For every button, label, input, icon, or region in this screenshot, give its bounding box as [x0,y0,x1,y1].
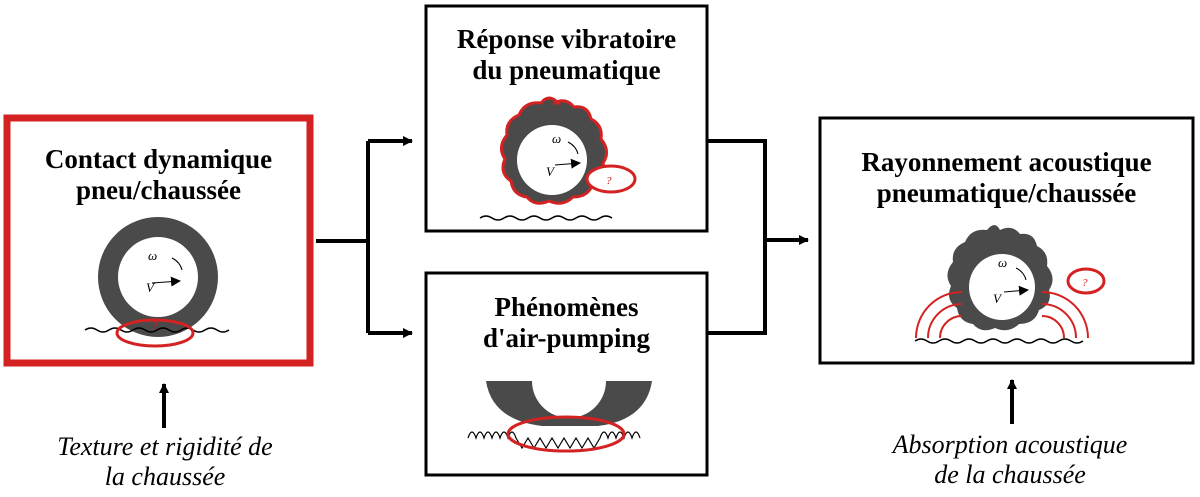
rotation-arrow-icon [1015,267,1027,281]
road-surface [914,338,1084,344]
question-mark: ? [152,320,158,332]
velocity-symbol: V [993,291,1003,306]
radiation-box-title: Rayonnement acoustique pneumatique/chaus… [861,147,1152,208]
contact-zone-highlight [115,318,195,348]
velocity-arrow-icon [554,158,581,169]
airpumping-box [424,271,709,477]
tyre-contact-illustration [84,217,230,348]
tyre-icon [98,217,218,337]
vibration-box [424,4,709,233]
question-mark: ? [606,175,612,187]
vibration-box-title: Réponse vibratoire du pneumatique [456,24,677,85]
air-pumping-illustration [467,381,652,453]
airpumping-box-title: Phénomènes d'air-pumping [482,292,651,353]
tyre-vibration-illustration [479,96,637,221]
omega-symbol: ω [552,131,561,146]
velocity-arrow-icon [151,276,181,287]
air-pumping-zone-highlight [506,415,626,453]
velocity-symbol: V [546,164,556,179]
contact-box [3,114,314,367]
radiation-zone-highlight [1066,267,1106,295]
sound-waves-left-icon [915,291,963,339]
vibration-zone-highlight [585,164,637,194]
velocity-arrow-icon [1003,285,1029,296]
rotation-arrow-icon [567,141,579,155]
road-texture [467,431,641,450]
contact-box-title: Contact dynamique pneu/chaussée [44,144,273,205]
absorption-caption: Absorption acoustique de la chaussée [892,430,1128,489]
question-mark: ? [1082,277,1088,289]
velocity-symbol: V [146,280,156,295]
radiation-box [818,116,1195,365]
road-surface [479,215,613,221]
sound-waves-right-icon [1041,291,1089,339]
rotation-arrow-icon [171,257,183,271]
omega-symbol: ω [998,255,1007,270]
texture-caption: Texture et rigidité de la chaussée [57,432,273,491]
tread-section-icon [486,381,652,426]
connectors [159,136,1017,428]
road-surface [84,327,230,333]
acoustic-radiation-illustration [914,225,1106,344]
omega-symbol: ω [148,248,157,263]
connector-vibration-out [707,139,767,335]
